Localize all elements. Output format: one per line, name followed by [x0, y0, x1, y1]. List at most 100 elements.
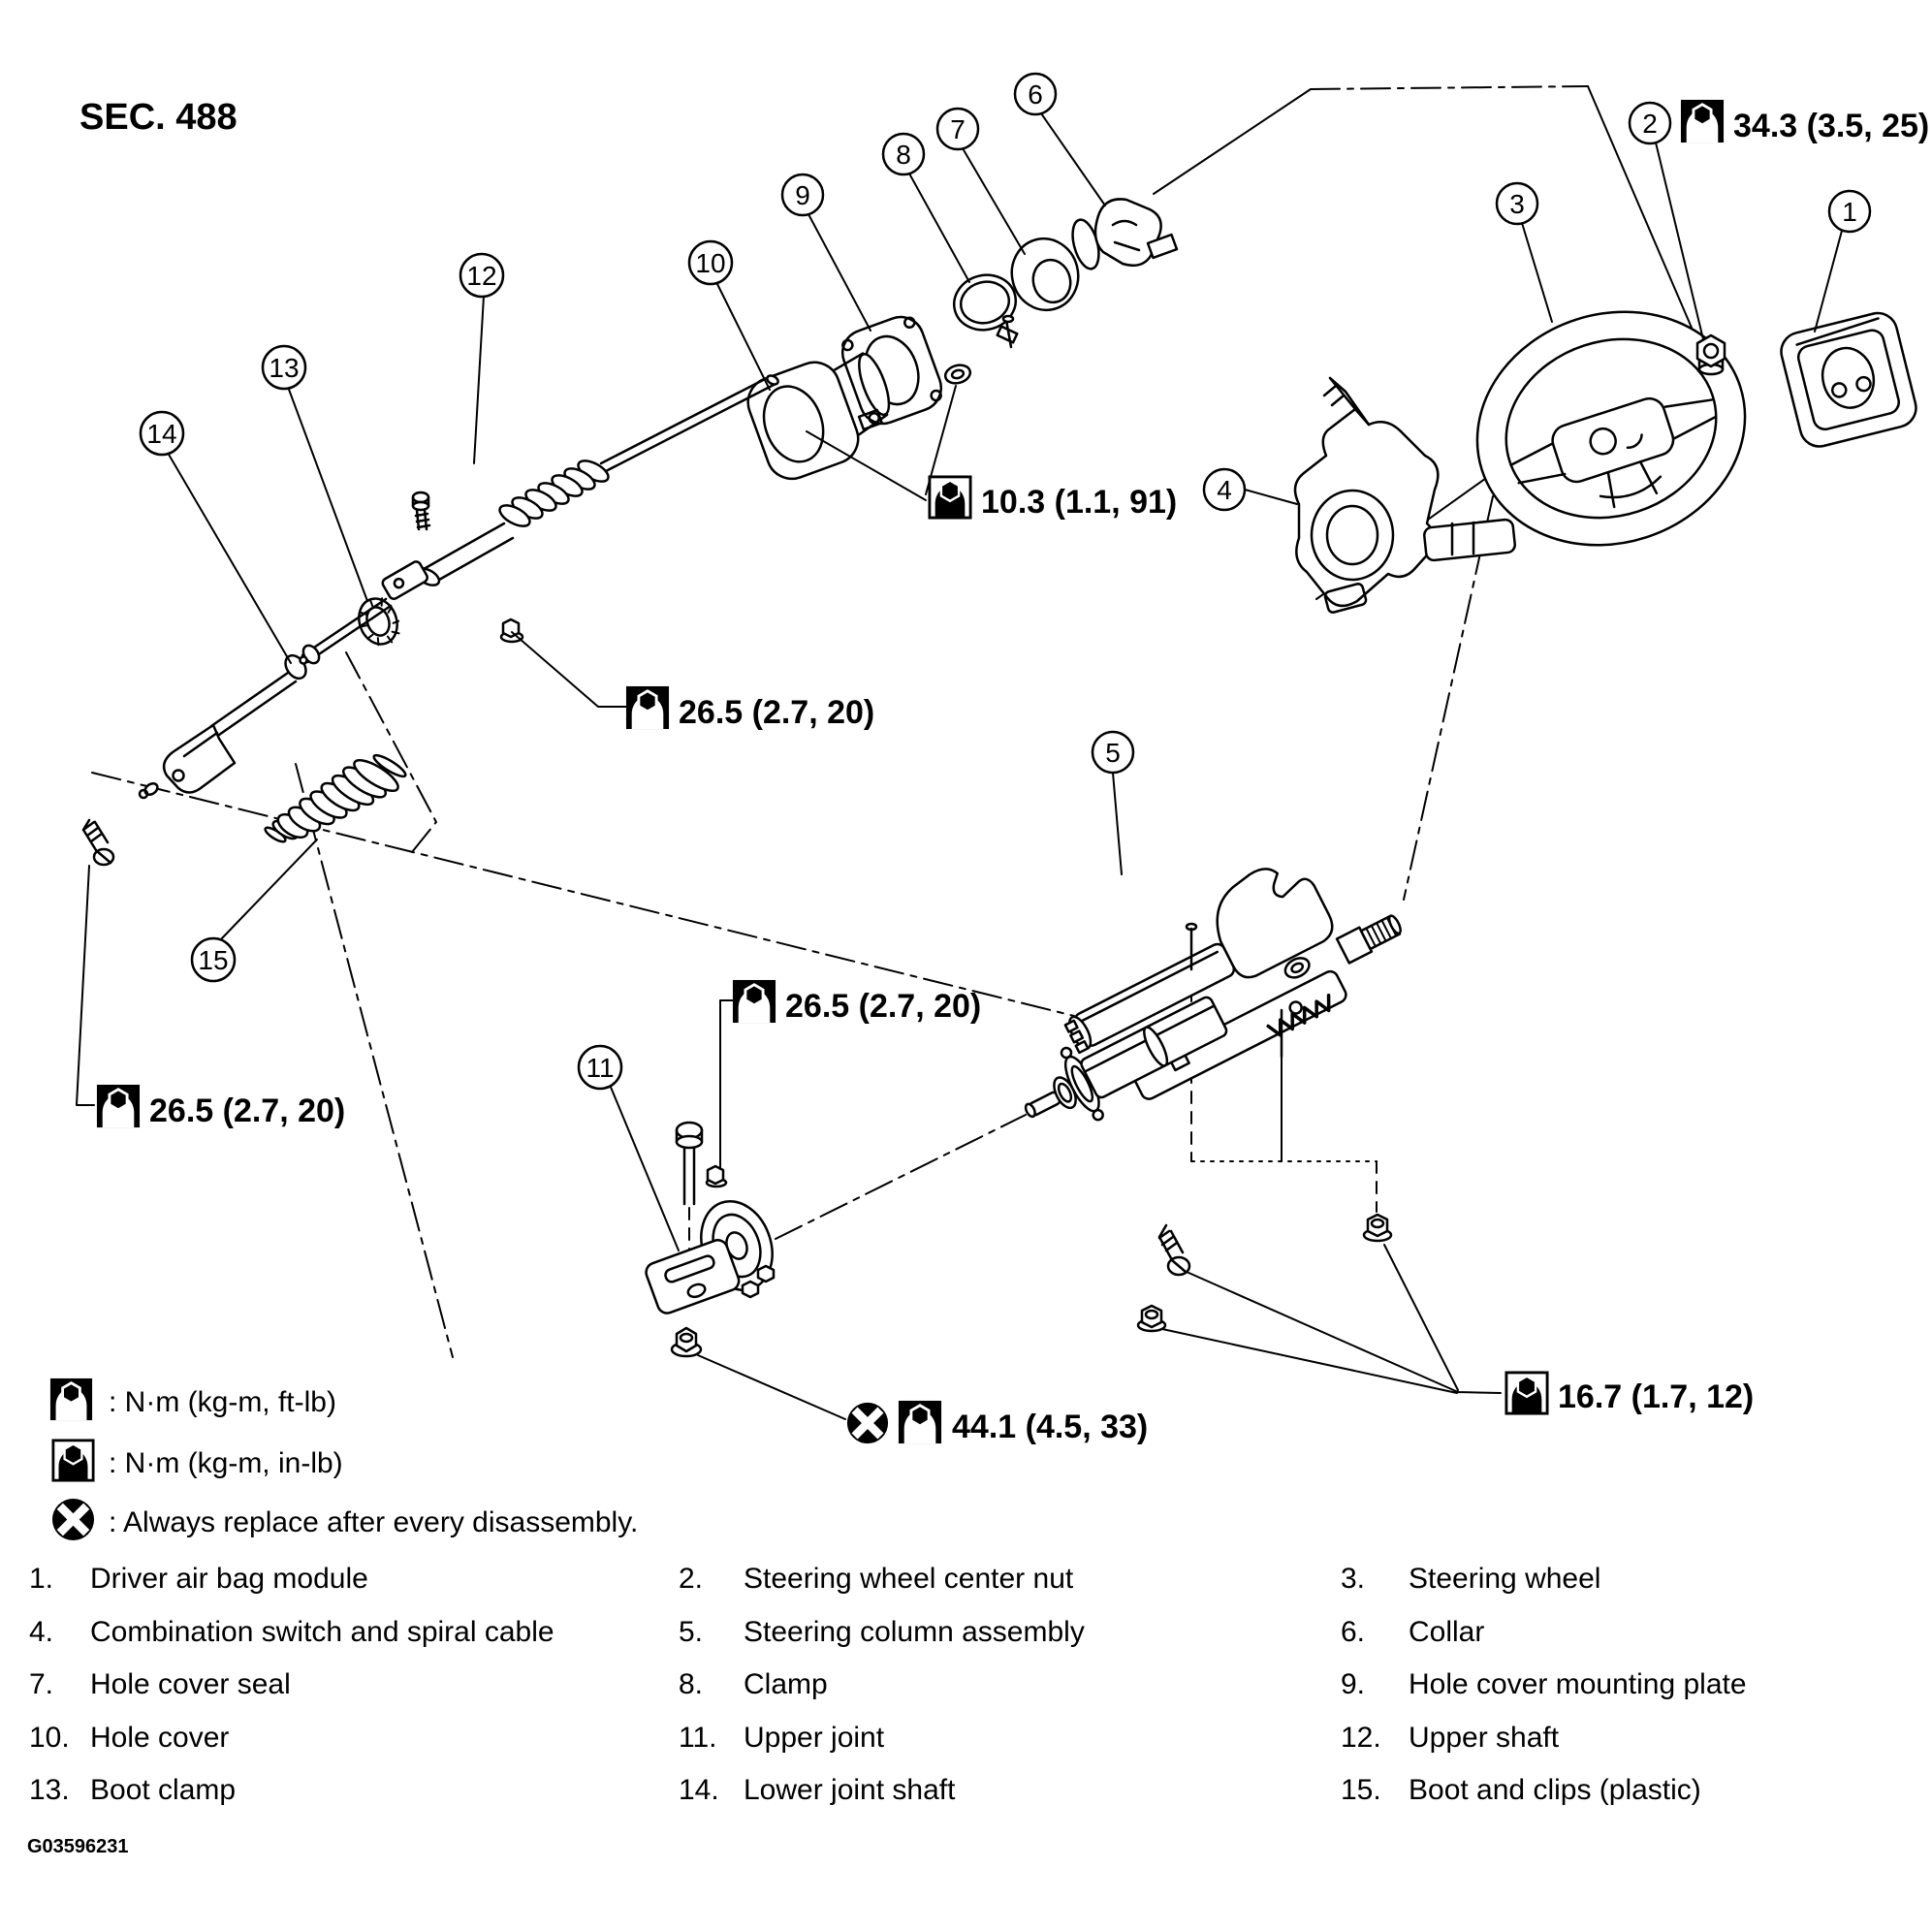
part-num: 15. [1341, 1774, 1381, 1806]
hole-cover-mounting-plate-drawing [841, 315, 942, 426]
callout-1: 1 [1827, 189, 1872, 234]
torque-10-3-value: 10.3 (1.1, 91) [981, 484, 1177, 521]
torque-26-5-upper-value: 26.5 (2.7, 20) [679, 694, 874, 731]
part-num: 7. [29, 1668, 53, 1700]
torque-34-3-value: 34.3 (3.5, 25) [1733, 108, 1929, 144]
torque-44-1-value: 44.1 (4.5, 33) [952, 1409, 1148, 1445]
part-num: 5. [679, 1616, 703, 1648]
wrench-ftlb-icon [625, 685, 670, 730]
part-name: Driver air bag module [90, 1563, 368, 1595]
torque-labels: 34.3 (3.5, 25) 10.3 (1.1, 91) 26.5 (2.7,… [96, 99, 1929, 1445]
callout-13-label: 13 [269, 353, 299, 383]
wrench-inlb-icon [51, 1439, 95, 1482]
torque-16-7-value: 16.7 (1.7, 12) [1558, 1378, 1754, 1415]
part-name: Hole cover mounting plate [1409, 1668, 1747, 1700]
callout-15: 15 [190, 936, 237, 983]
callout-8-label: 8 [896, 140, 911, 170]
figure-id: G03596231 [27, 1836, 129, 1857]
part-num: 10. [29, 1722, 70, 1754]
legend-ftlb-text: : N·m (kg-m, ft-lb) [109, 1386, 336, 1418]
wrench-ftlb-icon [898, 1400, 942, 1444]
callout-10-label: 10 [695, 248, 725, 278]
callout-14: 14 [139, 410, 185, 457]
torque-26-5-middle-value: 26.5 (2.7, 20) [785, 988, 981, 1025]
part-num: 6. [1341, 1616, 1365, 1648]
boot-bracket-line [345, 651, 437, 858]
callout-12-label: 12 [466, 261, 496, 291]
callout-13: 13 [261, 344, 307, 391]
part-name: Steering wheel center nut [744, 1563, 1074, 1595]
part-name: Collar [1409, 1616, 1484, 1648]
axis-line-dashdot [1310, 85, 1589, 90]
part-name: Combination switch and spiral cable [90, 1616, 554, 1648]
part-name: Hole cover seal [90, 1668, 291, 1700]
part-name: Boot and clips (plastic) [1409, 1774, 1701, 1806]
callout-3: 3 [1495, 181, 1539, 226]
callout-6-label: 6 [1028, 79, 1043, 110]
part-name: Lower joint shaft [744, 1774, 956, 1806]
combination-switch-drawing [1293, 376, 1516, 614]
part-name: Hole cover [90, 1722, 229, 1754]
part-num: 2. [679, 1563, 703, 1595]
callout-14-label: 14 [146, 419, 176, 449]
callout-15-label: 15 [198, 945, 228, 975]
callout-2: 2 [1628, 101, 1672, 145]
wrench-ftlb-icon [732, 979, 776, 1024]
column-bracket-pins-drawing [1185, 922, 1283, 1059]
callout-7: 7 [935, 107, 980, 151]
callout-3-label: 3 [1509, 189, 1525, 219]
torque-34-3: 34.3 (3.5, 25) [1680, 99, 1929, 144]
upper-joint-pinch-nut-drawing [705, 1164, 728, 1188]
callout-5-label: 5 [1105, 738, 1121, 768]
axis-line [1587, 85, 1693, 329]
upper-joint-drawing [645, 1121, 776, 1358]
part-name: Steering wheel [1409, 1563, 1600, 1595]
callouts: 1 2 3 4 5 6 7 8 9 10 11 12 13 14 15 [139, 72, 1872, 1091]
construction-lines [91, 85, 1693, 1358]
part-num: 3. [1341, 1563, 1365, 1595]
part-num: 13. [29, 1774, 70, 1806]
part-num: 12. [1341, 1722, 1381, 1754]
legend-replace-text: : Always replace after every disassembly… [109, 1506, 638, 1538]
part-name: Upper joint [744, 1722, 885, 1754]
column-mount-fasteners-drawing [1136, 1213, 1393, 1333]
callout-9: 9 [780, 173, 825, 217]
part-num: 14. [679, 1774, 719, 1806]
wrench-ftlb-icon [96, 1084, 141, 1128]
joint-column-axis [775, 1114, 1027, 1240]
torque-44-1: 44.1 (4.5, 33) [847, 1400, 1148, 1445]
steering-column-assembly-drawing [1024, 868, 1402, 1122]
part-num: 1. [29, 1563, 53, 1595]
lower-left-screw-drawing [81, 818, 115, 867]
hole-cover-seal-drawing [1010, 237, 1080, 312]
callout-2-label: 2 [1642, 109, 1658, 139]
wrench-inlb-icon [1504, 1371, 1549, 1415]
parts-list: 1. Driver air bag module 4. Combination … [29, 1563, 1747, 1806]
airbag-module-drawing [1780, 311, 1917, 448]
steering-wheel-drawing [1475, 310, 1747, 547]
torque-26-5-upper: 26.5 (2.7, 20) [625, 685, 874, 731]
hole-cover-drawing [746, 352, 891, 481]
callout-6: 6 [1013, 72, 1058, 116]
torque-26-5-lower: 26.5 (2.7, 20) [96, 1084, 345, 1129]
lowerjoint-column-axis [91, 772, 1075, 1017]
wheel-column-axis [1403, 495, 1494, 901]
parts-drawings [81, 198, 1917, 1358]
always-replace-icon [847, 1403, 888, 1443]
clamp-drawing [953, 273, 1019, 349]
part-name: Steering column assembly [744, 1616, 1085, 1648]
upper-joint-nut-drawing [670, 1326, 703, 1358]
callout-12: 12 [459, 252, 505, 299]
part-num: 9. [1341, 1668, 1365, 1700]
boot-and-clips-drawing [264, 753, 407, 843]
callout-10: 10 [687, 239, 734, 286]
callout-7-label: 7 [950, 114, 966, 144]
leader-lines [76, 112, 1843, 1420]
torque-26-5-middle: 26.5 (2.7, 20) [732, 979, 981, 1025]
callout-8: 8 [881, 132, 926, 176]
collar-drawing [1071, 198, 1179, 270]
part-name: Boot clamp [90, 1774, 236, 1806]
callout-4: 4 [1202, 467, 1247, 512]
upper-shaft-bolt-drawing [411, 491, 431, 531]
